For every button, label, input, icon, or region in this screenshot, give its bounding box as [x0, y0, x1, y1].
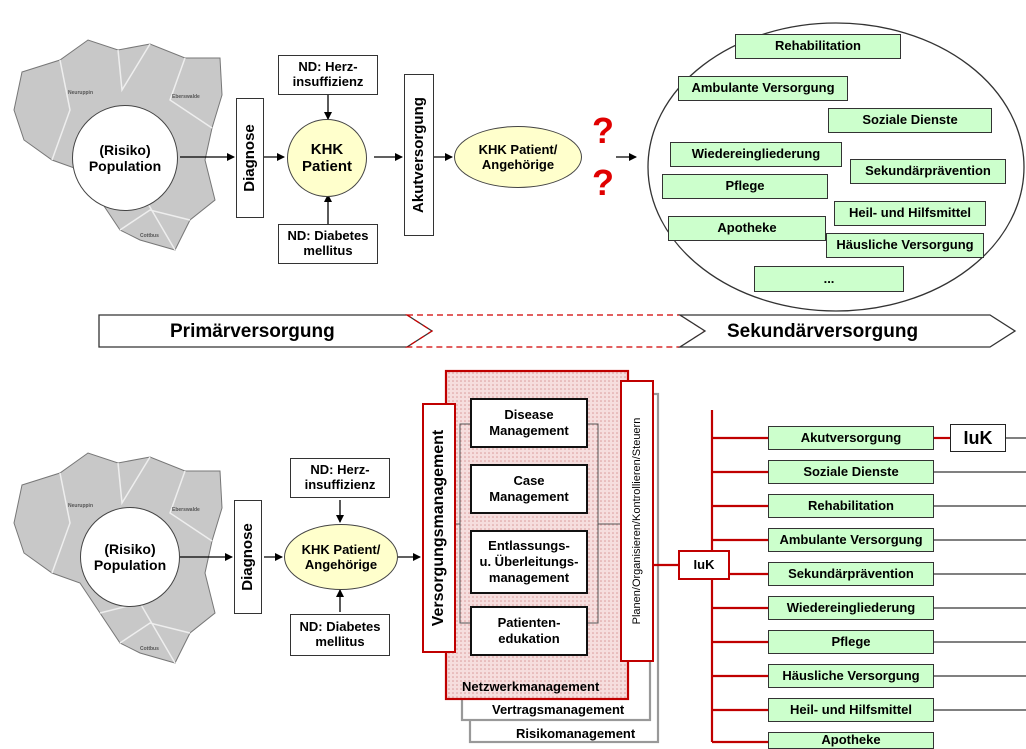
- tool-patientenedukation: Patienten- edukation: [470, 606, 588, 656]
- map-town-label: Cottbus: [140, 233, 159, 239]
- population-circle-bottom: (Risiko) Population: [80, 507, 180, 607]
- diagnose-box-bottom: [234, 500, 262, 614]
- versorgungsmanagement-label: Versorgungsmanagement: [430, 429, 447, 627]
- service-bottom-ambulante-versorgung: Ambulante Versorgung: [768, 528, 934, 552]
- diagnose-label-bottom: Diagnose: [239, 523, 256, 591]
- tool-case-management: Case Management: [470, 464, 588, 514]
- service-bottom-apotheke: Apotheke: [768, 732, 934, 749]
- label-netzwerkmanagement: Netzwerkmanagement: [462, 679, 600, 694]
- service-top-apotheke: Apotheke: [668, 216, 826, 241]
- service-top-wiedereingliederung: Wiedereingliederung: [670, 142, 842, 167]
- service-top-heil-und-hilfsmittel: Heil- und Hilfsmittel: [834, 201, 986, 226]
- diagnose-box-top: [236, 98, 264, 218]
- service-top-pflege: Pflege: [662, 174, 828, 199]
- service-bottom-soziale-dienste: Soziale Dienste: [768, 460, 934, 484]
- label-vertragsmanagement: Vertragsmanagement: [492, 702, 625, 717]
- phase-bar: [98, 314, 1017, 348]
- nd-diabetes-bottom: ND: Diabetes mellitus: [290, 614, 390, 656]
- service-bottom-akutversorgung: Akutversorgung: [768, 426, 934, 450]
- service-bottom-rehabilitation: Rehabilitation: [768, 494, 934, 518]
- map-town-label: Neuruppin: [68, 90, 93, 96]
- service-top-soziale-dienste: Soziale Dienste: [828, 108, 992, 133]
- khk-patient-angehoerige-bottom: KHK Patient/ Angehörige: [284, 524, 398, 590]
- nd-herzinsuffizienz-bottom: ND: Herz- insuffizienz: [290, 458, 390, 498]
- map-town-label: Neuruppin: [68, 503, 93, 509]
- service-bottom-pflege: Pflege: [768, 630, 934, 654]
- iuk-box: IuK: [678, 550, 730, 580]
- map-town-label: Eberswalde: [172, 507, 200, 513]
- service-top-ambulante-versorgung: Ambulante Versorgung: [678, 76, 848, 101]
- versorgungsmanagement-box: [422, 403, 456, 653]
- akutversorgung-box-top: [404, 74, 434, 236]
- map-town-label: Eberswalde: [172, 94, 200, 100]
- map-town-label: Cottbus: [140, 646, 159, 652]
- iuk-box-large: IuK: [950, 424, 1006, 452]
- service-top-more: ...: [754, 266, 904, 292]
- diagnose-label-top: Diagnose: [241, 124, 258, 192]
- question-mark-2: ?: [592, 162, 614, 203]
- top-flow-arrows: [180, 95, 637, 224]
- phase-sekundaerversorgung: Sekundärversorgung: [727, 321, 919, 342]
- service-bottom-wiedereingliederung: Wiedereingliederung: [768, 596, 934, 620]
- service-bottom-heil-und-hilfsmittel: Heil- und Hilfsmittel: [768, 698, 934, 722]
- service-top-haeusliche-versorgung: Häusliche Versorgung: [826, 233, 984, 258]
- tool-brackets: [456, 423, 620, 624]
- phase-primaerversorgung: Primärversorgung: [170, 321, 335, 342]
- population-circle-top: (Risiko) Population: [72, 105, 178, 211]
- service-tail-lines: [934, 437, 1026, 711]
- label-risikomanagement: Risikomanagement: [516, 726, 636, 741]
- service-bottom-haeusliche-versorgung: Häusliche Versorgung: [768, 664, 934, 688]
- nd-diabetes-top: ND: Diabetes mellitus: [278, 224, 378, 264]
- akutversorgung-label-top: Akutversorgung: [410, 97, 427, 213]
- khk-patient-circle: KHK Patient: [287, 119, 367, 197]
- tool-entlassungsmanagement: Entlassungs- u. Überleitungs- management: [470, 530, 588, 594]
- nd-herzinsuffizienz-top: ND: Herz- insuffizienz: [278, 55, 378, 95]
- tool-disease-management: Disease Management: [470, 398, 588, 448]
- planen-box: [620, 380, 654, 662]
- service-top-rehabilitation: Rehabilitation: [735, 34, 901, 59]
- bottom-flow-arrows: [180, 500, 421, 612]
- planen-label: Planen/Organisieren/Kontrollieren/Steuer…: [631, 417, 643, 625]
- service-top-sekundaerpraevention: Sekundärprävention: [850, 159, 1006, 184]
- question-mark-1: ?: [592, 110, 614, 151]
- service-bottom-sekundaerpraevention: Sekundärprävention: [768, 562, 934, 586]
- khk-patient-angehoerige-top: KHK Patient/ Angehörige: [454, 126, 582, 188]
